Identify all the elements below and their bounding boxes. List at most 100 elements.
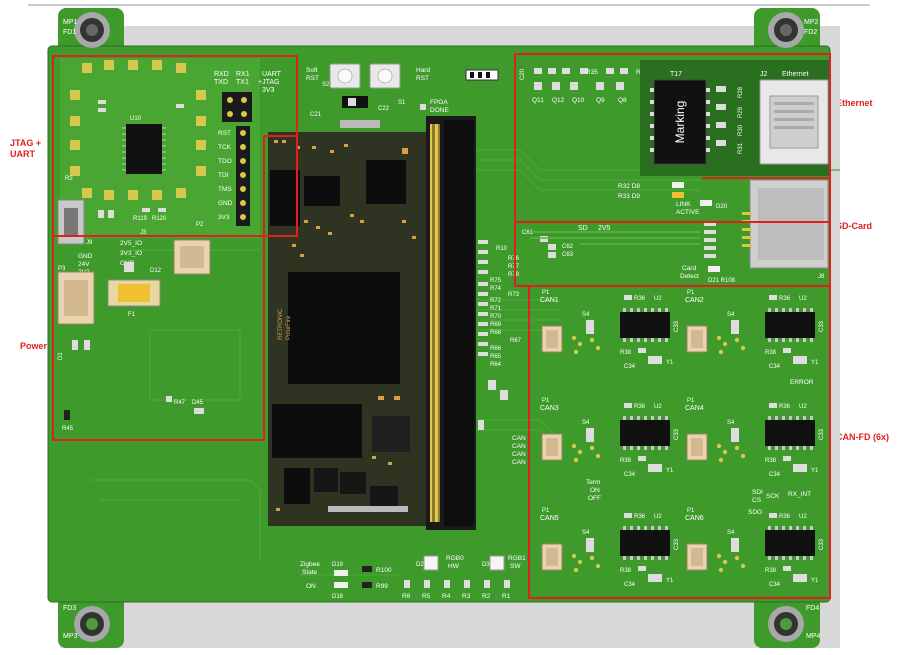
can-r36-5 <box>624 513 632 518</box>
p3-label: P3 <box>58 266 66 272</box>
can-chip-pin-bottom-2-5 <box>803 338 806 342</box>
callout-boxes <box>52 53 831 599</box>
mounting-hole-tl: MP1 FD1 <box>63 12 110 48</box>
card-detect-1: Card <box>682 265 696 272</box>
can-transceiver-chip-2 <box>765 312 815 338</box>
can-chip-pin-top-5-1 <box>630 526 633 530</box>
can-via-2-3 <box>740 345 746 351</box>
pin-tms: TMS <box>218 186 232 193</box>
can-r36-3 <box>624 403 632 408</box>
can-chip-pin-bottom-6-6 <box>810 556 813 560</box>
can-chip-pin-bottom-5-5 <box>658 556 661 560</box>
can-via-5-3 <box>595 563 601 569</box>
can-transceiver-chip-5 <box>620 530 670 556</box>
can-chip-pin-top-2-5 <box>803 308 806 312</box>
can-r38-label-4: R38 <box>765 458 777 464</box>
can-chip-pin-top-6-4 <box>796 526 799 530</box>
can-chip-pin-bottom-5-4 <box>651 556 654 560</box>
can-via-1-3 <box>595 345 601 351</box>
r6-label: R6 <box>402 593 411 600</box>
can-connector-inner-6 <box>691 548 703 566</box>
callout-ethernet: Ethernet <box>836 98 873 108</box>
r29-label: R29 <box>738 106 744 118</box>
3v3-label: 3V3 <box>262 87 275 94</box>
c63-label: C63 <box>562 252 574 258</box>
can-chip-pin-top-2-3 <box>789 308 792 312</box>
f1-label: F1 <box>128 312 136 318</box>
can-via-3-1 <box>577 449 583 455</box>
d18-label: D18 <box>332 594 344 600</box>
mounting-holes: MP1 FD1 MP2 FD2 FD3 MP3 FD4 MP4 <box>63 12 821 642</box>
can-via-3-3 <box>595 453 601 459</box>
can-p1-label-4: P1 <box>687 398 695 404</box>
can-chip-pin-top-5-3 <box>644 526 647 530</box>
can-c33-label-2: C33 <box>819 320 825 332</box>
mid-resistors: R10 R76 R77 R78 R75 R74 R73 R72 R71 R70 … <box>478 240 526 466</box>
can-chip-pin-top-4-3 <box>789 416 792 420</box>
can-s4-6 <box>731 538 739 552</box>
can-via-4-2 <box>734 445 740 451</box>
can-u2-label-6: U2 <box>799 514 807 520</box>
can-r36-label-5: R36 <box>634 514 646 520</box>
can-s4-label-5: S4 <box>582 530 590 536</box>
can-chip-pin-top-2-4 <box>796 308 799 312</box>
r35-label: R35 <box>586 69 598 76</box>
pin-rst: RST <box>218 130 231 137</box>
can-name-label-5: CAN5 <box>540 515 559 522</box>
can-chip-pin-bottom-6-0 <box>768 556 771 560</box>
r47-label: R47 <box>174 400 186 406</box>
can-y1-label-2: Y1 <box>811 360 819 366</box>
can-chip-pin-top-5-5 <box>658 526 661 530</box>
can-chip-pin-bottom-4-2 <box>782 446 785 450</box>
can-chip-pin-bottom-4-4 <box>796 446 799 450</box>
rail-2v5: 2V5_IO <box>120 240 142 247</box>
can-chip-pin-bottom-2-2 <box>782 338 785 342</box>
can-crystal-5 <box>648 574 662 582</box>
can-chip-pin-bottom-1-2 <box>637 338 640 342</box>
box-power <box>52 236 265 441</box>
module-chip-text-1: RETRONIC <box>278 308 284 340</box>
can-r36-4 <box>769 403 777 408</box>
fpga-done-2: DONE <box>430 107 449 114</box>
r5-label: R5 <box>422 593 431 600</box>
can-chip-pin-top-3-5 <box>658 416 661 420</box>
res-r66: R66 <box>490 346 502 352</box>
can-chip-pin-top-3-4 <box>651 416 654 420</box>
can-chip-pin-top-2-0 <box>768 308 771 312</box>
res-r10: R10 <box>496 246 508 252</box>
res-r78: R78 <box>508 272 520 278</box>
can-chip-pin-bottom-4-6 <box>810 446 813 450</box>
can-chip-pin-top-1-3 <box>644 308 647 312</box>
can-chip-pin-bottom-2-0 <box>768 338 771 342</box>
can-chip-pin-bottom-1-3 <box>644 338 647 342</box>
marking-label: Marking <box>673 101 687 144</box>
module-chip-text-2: PolarFire <box>286 315 292 340</box>
can-y1-label-5: Y1 <box>666 578 674 584</box>
box-jtag <box>52 55 298 237</box>
fd3-label: FD3 <box>63 605 76 612</box>
can-chip-pin-bottom-5-3 <box>644 556 647 560</box>
can-chip-pin-top-4-2 <box>782 416 785 420</box>
can-s4-label-2: S4 <box>727 312 735 318</box>
can-chip-pin-bottom-4-0 <box>768 446 771 450</box>
can-via-4-1 <box>722 449 728 455</box>
can-u2-label-2: U2 <box>799 296 807 302</box>
mounting-hole-bl: FD3 MP3 <box>63 605 110 642</box>
pin-3v3: 3V3 <box>218 214 230 221</box>
link-label: LINK <box>676 201 691 208</box>
can-chip-pin-top-6-1 <box>775 526 778 530</box>
can-chip-pin-bottom-2-3 <box>789 338 792 342</box>
txd-label: TXD <box>214 79 228 86</box>
hard-label-1: Hard <box>416 67 430 74</box>
can-via-4-4 <box>718 457 724 463</box>
rgb0-label-2: HW <box>448 563 460 570</box>
can-r36-label-6: R36 <box>779 514 791 520</box>
can-chip-pin-top-4-4 <box>796 416 799 420</box>
fd1-label: FD1 <box>63 29 76 36</box>
side-can-4: CAN <box>512 459 526 466</box>
can-via-6-4 <box>718 567 724 573</box>
q12-label: Q12 <box>552 97 565 104</box>
